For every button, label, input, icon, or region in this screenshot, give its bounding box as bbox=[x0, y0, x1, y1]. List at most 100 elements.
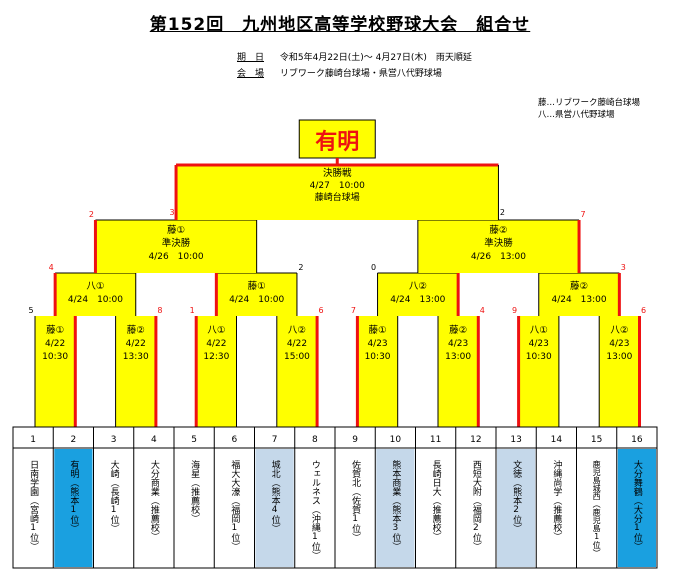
team-number: 6 bbox=[232, 435, 238, 445]
r1-box bbox=[115, 316, 156, 427]
r1-box bbox=[518, 316, 559, 427]
team-name: 大崎（長崎1位） bbox=[108, 460, 119, 533]
team-name-cell: 有明（熊本1位） bbox=[53, 456, 93, 565]
r1-venue: 藤① bbox=[46, 324, 64, 336]
qf-score-right: 2 bbox=[298, 263, 303, 272]
team-name-cell: 大崎（長崎1位） bbox=[94, 456, 134, 565]
r1-score-left: 5 bbox=[28, 306, 33, 315]
r1-date: 4/22 bbox=[206, 339, 226, 349]
r1-score-left: 7 bbox=[351, 306, 356, 315]
team-number: 12 bbox=[470, 435, 481, 445]
team-name: 海星（推薦校） bbox=[189, 460, 200, 523]
team-number: 8 bbox=[312, 435, 318, 445]
final-date: 4/27 10:00 bbox=[310, 181, 365, 191]
team-cell-highlight bbox=[497, 449, 536, 567]
r1-date: 4/22 bbox=[287, 339, 307, 349]
team-name: 長崎日大（推薦校） bbox=[430, 460, 441, 541]
qf-score-right: 3 bbox=[621, 263, 626, 272]
team-cell-highlight bbox=[617, 449, 656, 567]
team-name-cell: 沖縄尚学（推薦校） bbox=[536, 456, 576, 565]
r1-score-right: 4 bbox=[480, 306, 485, 315]
sf-score-left: 2 bbox=[89, 210, 94, 219]
qf-id: 八② bbox=[409, 281, 427, 292]
team-name: ウェルネス（沖縄1位） bbox=[309, 460, 320, 560]
legend-fujisaki: 藤…リブワーク藤崎台球場 bbox=[537, 98, 640, 108]
team-name: 日南学園（宮崎1位） bbox=[28, 460, 39, 551]
team-name: 沖縄尚学（推薦校） bbox=[551, 460, 562, 541]
r1-time: 10:30 bbox=[365, 352, 391, 362]
schedule-row: 期 日 令和5年4月22日(土)～ 4月27日(木) 雨天順延 bbox=[237, 50, 472, 63]
r1-date: 4/23 bbox=[609, 339, 629, 349]
r1-time: 13:30 bbox=[123, 352, 149, 362]
r1-date: 4/23 bbox=[529, 339, 549, 349]
qf-box bbox=[377, 273, 459, 316]
team-name-cell: ウェルネス（沖縄1位） bbox=[295, 456, 335, 565]
qf-box bbox=[216, 273, 297, 316]
r1-score-left: 1 bbox=[190, 306, 195, 315]
qf-date: 4/24 13:00 bbox=[390, 295, 445, 305]
r1-box bbox=[599, 316, 640, 427]
r1-time: 15:00 bbox=[284, 352, 310, 362]
team-name-cell: 長崎日大（推薦校） bbox=[416, 456, 456, 565]
team-name-cell: 西短大附（福岡2位） bbox=[456, 456, 496, 565]
r1-time: 10:30 bbox=[526, 352, 552, 362]
team-number: 7 bbox=[272, 435, 278, 445]
team-number: 5 bbox=[191, 435, 197, 445]
r1-date: 4/22 bbox=[126, 339, 146, 349]
champion-name: 有明 bbox=[315, 129, 359, 155]
team-number: 4 bbox=[151, 435, 157, 445]
r1-score-right: 8 bbox=[157, 306, 162, 315]
qf-score-left: 4 bbox=[49, 263, 54, 272]
r1-venue: 八② bbox=[610, 325, 628, 336]
legend-yatsushiro: 八…県営八代野球場 bbox=[537, 110, 615, 120]
team-name: 鹿児島城西（鹿児島1位） bbox=[592, 460, 602, 557]
sf-date: 4/26 10:00 bbox=[148, 252, 203, 262]
sf-id: 藤② bbox=[489, 224, 507, 236]
team-name: 有明（熊本1位） bbox=[68, 460, 79, 533]
team-number: 9 bbox=[352, 435, 358, 445]
sf-box bbox=[95, 220, 257, 273]
qf-id: 八① bbox=[86, 281, 104, 292]
r1-score-left: 9 bbox=[512, 306, 517, 315]
r1-venue: 藤② bbox=[127, 324, 145, 336]
r1-box bbox=[196, 316, 237, 427]
r1-box bbox=[438, 316, 479, 427]
page-title: 第152回 九州地区高等学校野球大会 組合せ bbox=[149, 15, 531, 35]
r1-box bbox=[35, 316, 76, 427]
team-number: 15 bbox=[591, 435, 602, 445]
sf-score-right: 7 bbox=[581, 210, 586, 219]
schedule-value: 令和5年4月22日(土)～ 4月27日(木) 雨天順延 bbox=[279, 53, 472, 63]
final-box bbox=[176, 165, 499, 220]
final-place: 藤崎台球場 bbox=[315, 191, 360, 203]
venue-legend: 藤…リブワーク藤崎台球場 八…県営八代野球場 bbox=[538, 97, 640, 121]
team-name-cell: 城北（熊本4位） bbox=[255, 456, 295, 565]
venue-row: 会 場 リブワーク藤崎台球場・県営八代野球場 bbox=[237, 66, 442, 79]
champion-box bbox=[298, 119, 376, 159]
team-cell-highlight bbox=[255, 449, 294, 567]
r1-venue: 八① bbox=[207, 325, 225, 336]
qf-box bbox=[538, 273, 620, 316]
team-name-cell: 日南学園（宮崎1位） bbox=[13, 456, 53, 565]
team-number: 14 bbox=[551, 435, 563, 445]
r1-time: 13:00 bbox=[606, 352, 632, 362]
r1-time: 10:30 bbox=[42, 352, 68, 362]
r1-score-right: 6 bbox=[319, 306, 324, 315]
final-score-right: 2 bbox=[500, 208, 505, 217]
team-name-cell: 熊本商業（熊本3位） bbox=[375, 456, 415, 565]
r1-venue: 八② bbox=[288, 325, 306, 336]
team-name-cell: 海星（推薦校） bbox=[174, 456, 214, 565]
team-number: 16 bbox=[631, 435, 643, 445]
team-name: 大分商業（推薦校） bbox=[148, 460, 159, 541]
team-name-cell: 福大大濠（福岡1位） bbox=[214, 456, 254, 565]
sf-date: 4/26 13:00 bbox=[471, 252, 526, 262]
qf-id: 藤② bbox=[570, 280, 588, 292]
team-number: 11 bbox=[430, 435, 441, 445]
r1-date: 4/23 bbox=[448, 339, 468, 349]
r1-date: 4/23 bbox=[367, 339, 387, 349]
r1-time: 13:00 bbox=[445, 352, 471, 362]
team-number: 2 bbox=[71, 435, 77, 445]
team-name: 福大大濠（福岡1位） bbox=[229, 460, 240, 551]
r1-box bbox=[276, 316, 318, 427]
venue-label: 会 場 bbox=[237, 69, 265, 79]
